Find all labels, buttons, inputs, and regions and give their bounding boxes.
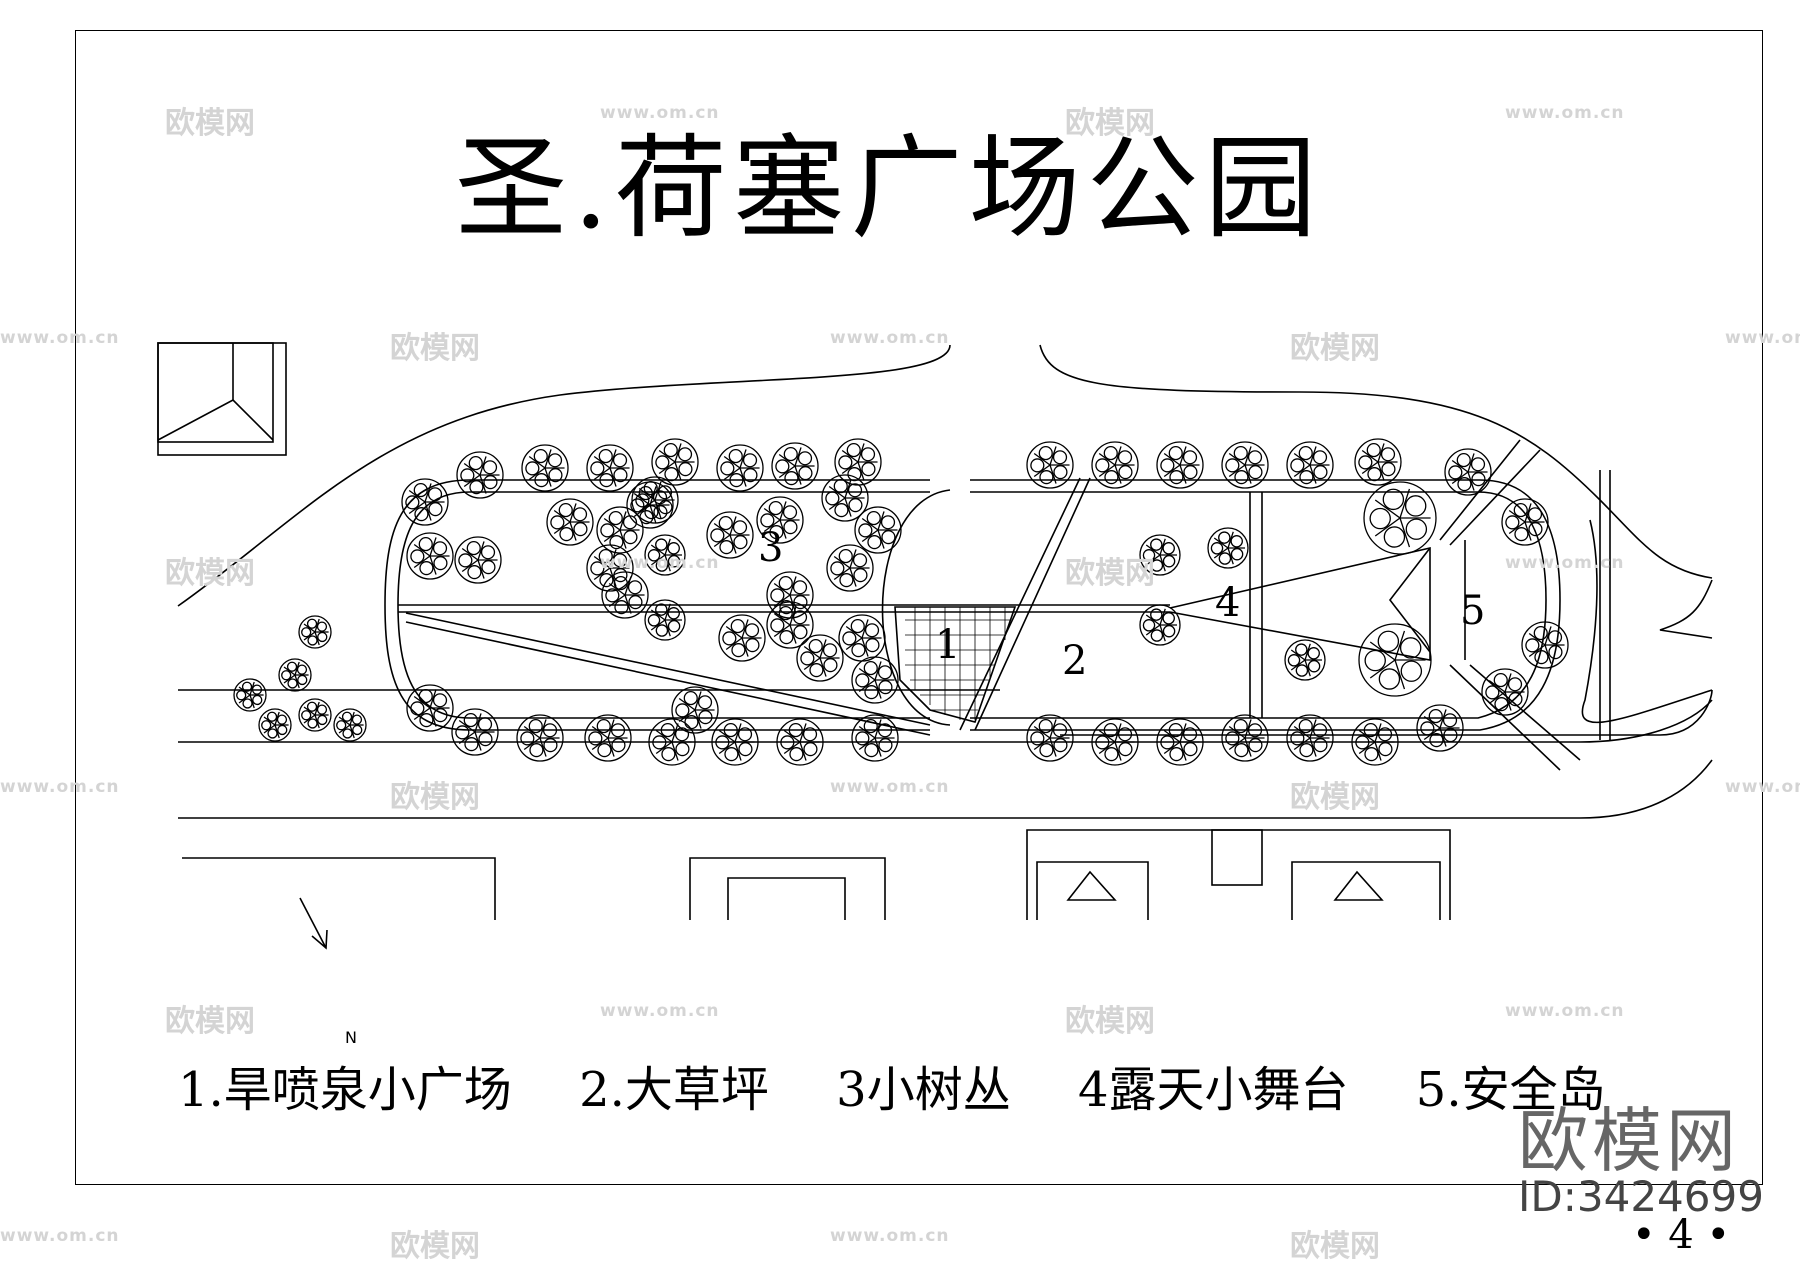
tree-icon: [298, 615, 332, 649]
tree-icon: [644, 534, 686, 576]
tree-icon: [756, 496, 804, 544]
tree-icon: [406, 532, 454, 580]
tree-icon: [1026, 714, 1074, 762]
tree-icon: [586, 544, 634, 592]
tree-icon: [626, 481, 674, 529]
tree-icon: [1284, 639, 1326, 681]
tree-icon: [796, 634, 844, 682]
tree-icon: [601, 571, 649, 619]
tree-icon: [406, 684, 454, 732]
tree-icon: [716, 444, 764, 492]
tree-icon: [776, 718, 824, 766]
tree-icon: [1363, 481, 1437, 555]
park-perimeter: [384, 439, 1611, 771]
tree-icon: [584, 714, 632, 762]
zone-label-3: 3: [758, 525, 784, 571]
tree-icon: [711, 718, 759, 766]
tree-icon: [651, 438, 699, 486]
zone-label-2: 2: [1062, 638, 1088, 684]
tree-icon: [826, 544, 874, 592]
tree-icon: [456, 451, 504, 499]
tree-icon: [258, 708, 292, 742]
tree-icon: [1026, 441, 1074, 489]
tree-icon: [521, 444, 569, 492]
tree-icon: [766, 601, 814, 649]
north-label: N: [345, 1028, 357, 1047]
tree-icon: [834, 438, 882, 486]
tree-icon: [454, 536, 502, 584]
tree-icon: [1416, 704, 1464, 752]
zone-label-1: 1: [935, 622, 961, 668]
tree-icon: [1286, 714, 1334, 762]
tree-icon: [1156, 441, 1204, 489]
tree-icon: [851, 656, 899, 704]
tree-icon: [644, 599, 686, 641]
tree-icon: [1091, 441, 1139, 489]
tree-icon: [1521, 621, 1569, 669]
legend-item-2: 2.大草坪: [579, 1062, 769, 1118]
tree-icon: [401, 478, 449, 526]
tree-icon: [1139, 534, 1181, 576]
tree-icon: [1139, 604, 1181, 646]
tree-icon: [854, 506, 902, 554]
legend-item-3: 3小树丛: [836, 1062, 1011, 1118]
tree-icon: [1481, 668, 1529, 716]
tree-icon: [1207, 527, 1249, 569]
road-outline: [177, 344, 1713, 819]
tree-icon: [1286, 441, 1334, 489]
plan-title: 圣.荷塞广场公园: [455, 124, 1323, 254]
tree-icon: [851, 714, 899, 762]
tree-icon: [1156, 718, 1204, 766]
tree-icon: [648, 718, 696, 766]
legend-item-4: 4露天小舞台: [1077, 1062, 1349, 1118]
tree-icon: [1221, 714, 1269, 762]
fountain-plaza: [881, 489, 1017, 726]
tree-icon: [766, 571, 814, 619]
tree-icon: [516, 714, 564, 762]
page-number: • 4 •: [1632, 1212, 1731, 1258]
tree-icon: [771, 442, 819, 490]
tree-icon: [1501, 498, 1549, 546]
buildings-bottom: [182, 829, 1451, 920]
tree-icon: [1444, 448, 1492, 496]
tree-icon: [821, 474, 869, 522]
tree-icon: [298, 698, 332, 732]
building-topleft: [157, 342, 287, 456]
zone-label-4: 4: [1215, 580, 1241, 626]
tree-icon: [838, 614, 886, 662]
north-arrow-icon: [299, 897, 328, 950]
tree-icon: [1091, 718, 1139, 766]
tree-icon: [706, 511, 754, 559]
tree-icon: [596, 506, 644, 554]
legend: 1.旱喷泉小广场 2.大草坪 3小树丛 4露天小舞台 5.安全岛: [178, 1050, 1658, 1120]
tree-icon: [1221, 441, 1269, 489]
tree-icon: [671, 686, 719, 734]
drawing-frame: [75, 30, 1763, 1185]
tree-icon: [233, 678, 267, 712]
zone-label-5: 5: [1460, 588, 1486, 634]
tree-icon: [586, 444, 634, 492]
legend-item-5: 5.安全岛: [1415, 1062, 1606, 1118]
tree-icon: [1358, 623, 1432, 697]
tree-icon: [333, 708, 367, 742]
tree-icon: [718, 614, 766, 662]
tree-icon: [546, 498, 594, 546]
tree-icon: [451, 708, 499, 756]
brand-watermark: 欧模网: [1518, 1100, 1740, 1182]
tree-icon: [278, 658, 312, 692]
tree-icon: [1351, 718, 1399, 766]
legend-item-1: 1.旱喷泉小广场: [178, 1062, 512, 1118]
tree-icon: [1354, 438, 1402, 486]
brand-id: ID:3424699: [1518, 1172, 1764, 1221]
